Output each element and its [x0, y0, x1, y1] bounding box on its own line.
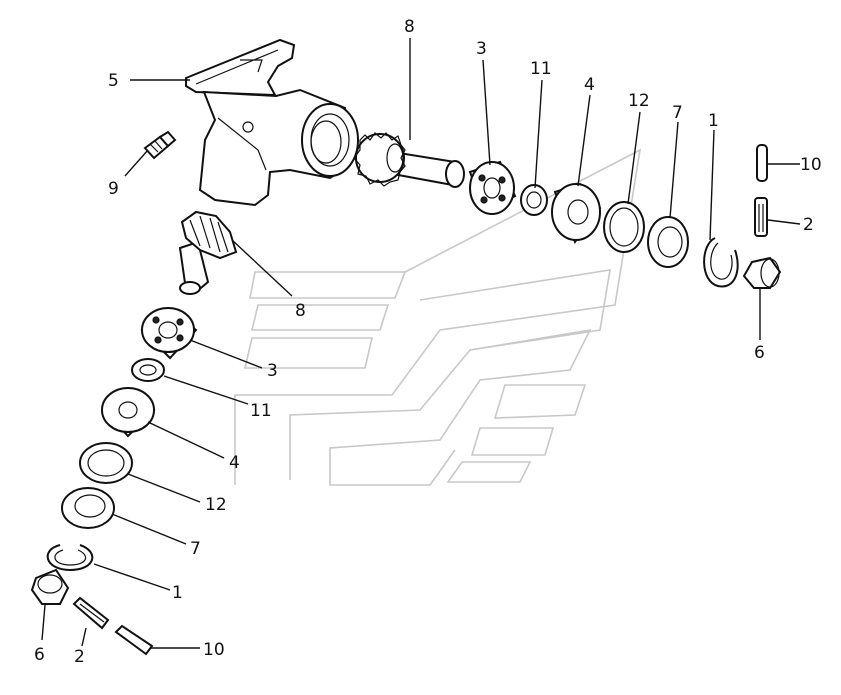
label-3-left: 3: [267, 361, 278, 381]
grease-fitting-part: [143, 130, 177, 160]
label-1-top: 1: [708, 111, 719, 131]
bearing-4-left-part: [101, 387, 156, 438]
label-9: 9: [108, 179, 119, 199]
cup-7-top-part: [647, 216, 689, 268]
label-10-top: 10: [800, 155, 822, 175]
label-6-top: 6: [754, 343, 765, 363]
label-3-top: 3: [476, 39, 487, 59]
label-6-bottom: 6: [34, 645, 45, 665]
label-12-top: 12: [628, 91, 650, 111]
label-12-left: 12: [205, 495, 227, 515]
label-4-left: 4: [229, 453, 240, 473]
drive-gear-shaft-part: [353, 132, 465, 188]
label-11-top: 11: [530, 59, 552, 79]
watermark-logo: [234, 148, 642, 486]
label-7-top: 7: [672, 103, 683, 123]
housing-part: [185, 38, 359, 207]
ring-12-top-part: [603, 201, 645, 253]
bushing-6-left-part: [30, 568, 70, 605]
cup-7-left-part: [61, 487, 115, 529]
seal-11-left-part: [131, 358, 165, 382]
snap-ring-1-left-part: [46, 544, 94, 572]
label-4-top: 4: [584, 75, 595, 95]
leader-lines: [41, 38, 801, 649]
bearing-3-left-part: [140, 307, 198, 360]
snap-ring-1-top-part: [703, 237, 739, 288]
label-5: 5: [108, 71, 119, 91]
label-2-bottom: 2: [74, 647, 85, 667]
spring-pin-2-top-part: [754, 197, 768, 237]
label-11-left: 11: [250, 401, 272, 421]
pin-10-left-part: [114, 624, 154, 656]
label-8-left: 8: [295, 301, 306, 321]
label-10-bottom: 10: [203, 640, 225, 660]
label-2-top: 2: [803, 215, 814, 235]
label-1-left: 1: [172, 583, 183, 603]
spring-pin-2-left-part: [72, 596, 110, 630]
seal-11-top-part: [520, 184, 548, 216]
label-8-top: 8: [404, 17, 415, 37]
label-7-left: 7: [190, 539, 201, 559]
bearing-4-top-part: [551, 182, 602, 245]
bearing-3-top-part: [468, 160, 517, 215]
pin-10-top-part: [756, 144, 768, 182]
bevel-gear-shaft-part: [178, 210, 238, 295]
part-labels: 5 9 8 3 11 4 12 7 1 10 2 6 8 3 11 4 12 7…: [34, 17, 822, 667]
bushing-6-top-part: [742, 256, 782, 289]
ring-12-left-part: [79, 442, 133, 484]
